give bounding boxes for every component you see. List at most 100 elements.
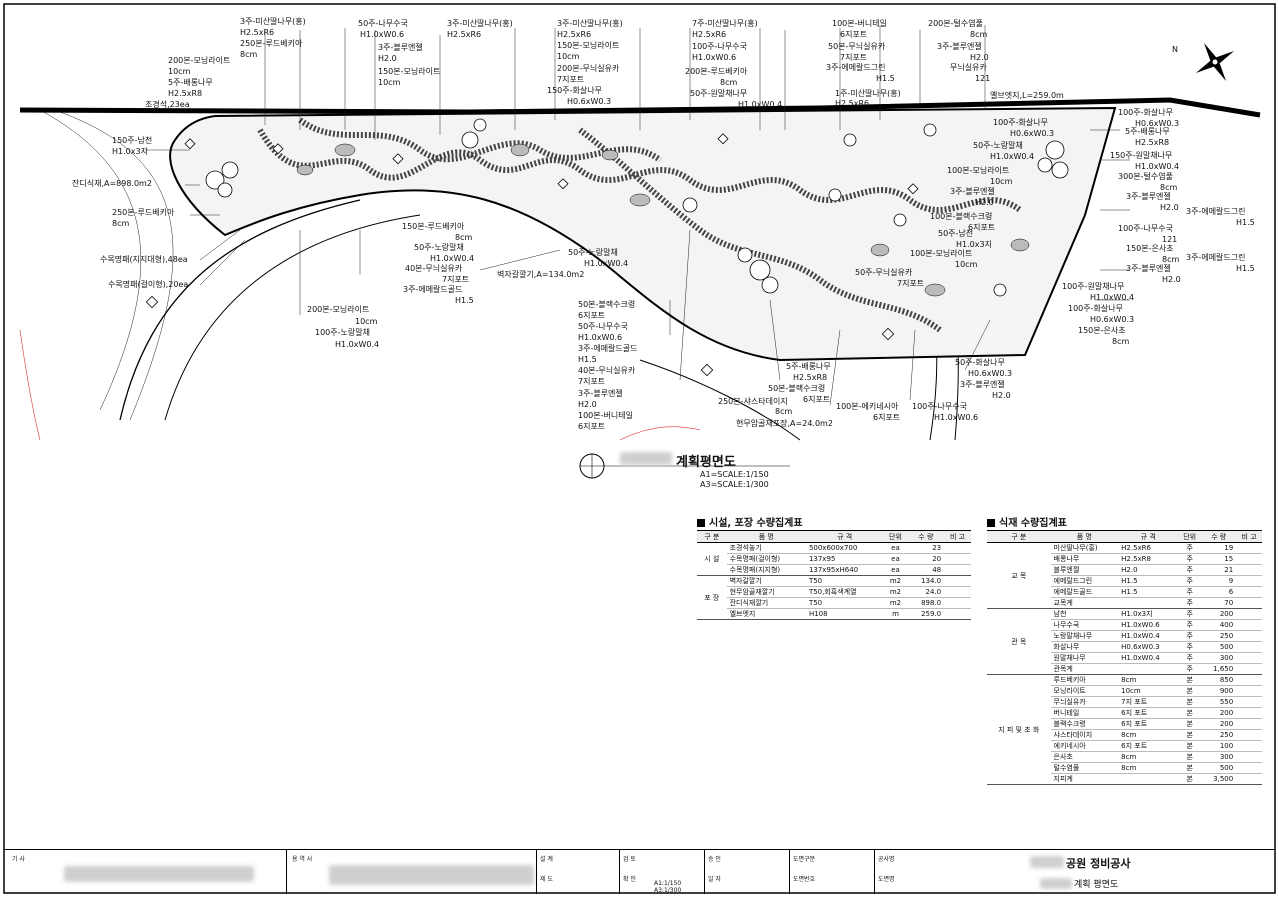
drawing-number-label: 도면번호 (793, 876, 816, 883)
table-cell: ea (883, 542, 908, 554)
table-cell: 200 (1201, 718, 1237, 730)
drawing-name-label: 도면명 (878, 876, 895, 883)
redacted-text (1030, 856, 1064, 868)
table-cell: ea (883, 553, 908, 565)
table-cell: 23 (907, 542, 945, 554)
table-cell: 100 (1201, 740, 1237, 752)
table-cell: H2.5xR8 (1118, 553, 1179, 565)
red-guide (19, 329, 41, 441)
table-cell (1118, 773, 1179, 785)
table-cell-remark (1236, 718, 1262, 730)
drawing-type-label: 도면구분 (793, 856, 816, 863)
table-cell: 200 (1201, 707, 1237, 719)
table-cell: H1.5 (1118, 586, 1179, 598)
table-cell: 본 (1178, 718, 1202, 730)
north-label: N (1172, 45, 1178, 54)
table-cell: 500 (1201, 641, 1237, 653)
table-cell-remark (1236, 663, 1262, 675)
table-cell: 벽자갈깔기 (726, 575, 806, 587)
table-cell: 주 (1178, 586, 1202, 598)
table-cell: 48 (907, 564, 945, 576)
table-cell: 주 (1178, 630, 1202, 642)
table-cell: 노랑말채나무 (1050, 630, 1119, 642)
table-cell-remark (1236, 729, 1262, 741)
draw-label: 제 도 (540, 876, 553, 883)
table-cell: 134.0 (907, 575, 945, 587)
table-cell: 잔디식재깔기 (726, 597, 806, 609)
table-cell: 에메랄드그린 (1050, 575, 1119, 587)
table-cell: 6지 포트 (1118, 740, 1179, 752)
red-guide (619, 426, 701, 441)
table-header-cell: 단위 (883, 530, 908, 543)
table-group-cell: 시 설 (697, 542, 727, 576)
table-cell: 500 (1201, 762, 1237, 774)
table-cell-remark (1236, 608, 1262, 620)
table-cell: m (883, 608, 908, 620)
table-cell-remark (944, 608, 971, 620)
table-cell: 본 (1178, 707, 1202, 719)
shrub-hatching (296, 143, 1030, 297)
table-cell: 주 (1178, 608, 1202, 620)
road-line (59, 111, 174, 421)
table-cell: 259.0 (907, 608, 945, 620)
table-cell-remark (1236, 762, 1262, 774)
table-cell: 250 (1201, 729, 1237, 741)
table-cell: H1.0xW0.4 (1118, 652, 1179, 664)
table-cell: 나무수국 (1050, 619, 1119, 631)
table-cell: T50 (805, 597, 884, 609)
table-header-cell: 품 명 (1050, 530, 1119, 543)
drawing-number-symbol (579, 453, 790, 479)
table-group-cell: 지 피 및 초 화 (987, 674, 1051, 785)
north-arrow-icon (1195, 42, 1235, 82)
table-cell: 화살나무 (1050, 641, 1119, 653)
table-cell: 조경석놓기 (726, 542, 806, 554)
table-cell: 은사초 (1050, 751, 1119, 763)
table-cell: 300 (1201, 652, 1237, 664)
table-cell: 15 (1201, 553, 1237, 565)
table-cell: 털수염풀 (1050, 762, 1119, 774)
table-cell: 주 (1178, 663, 1202, 675)
scale-a3: A3=SCALE:1/300 (700, 480, 769, 489)
table-cell: m2 (883, 575, 908, 587)
table-cell (1118, 663, 1179, 675)
table-cell-remark (1236, 553, 1262, 565)
table-group-cell: 교 목 (987, 542, 1051, 609)
project-name: 공원 정비공사 (1066, 857, 1131, 870)
table-cell: 7지 포트 (1118, 696, 1179, 708)
table-cell: 본 (1178, 729, 1202, 741)
table-cell: 주 (1178, 542, 1202, 554)
table-cell: 본 (1178, 751, 1202, 763)
table-cell: 3,500 (1201, 773, 1237, 785)
table-cell: m2 (883, 586, 908, 598)
table-header-cell: 품 명 (726, 530, 806, 543)
table-cell: 550 (1201, 696, 1237, 708)
table-cell-remark (1236, 740, 1262, 752)
table-cell: 8cm (1118, 674, 1179, 686)
